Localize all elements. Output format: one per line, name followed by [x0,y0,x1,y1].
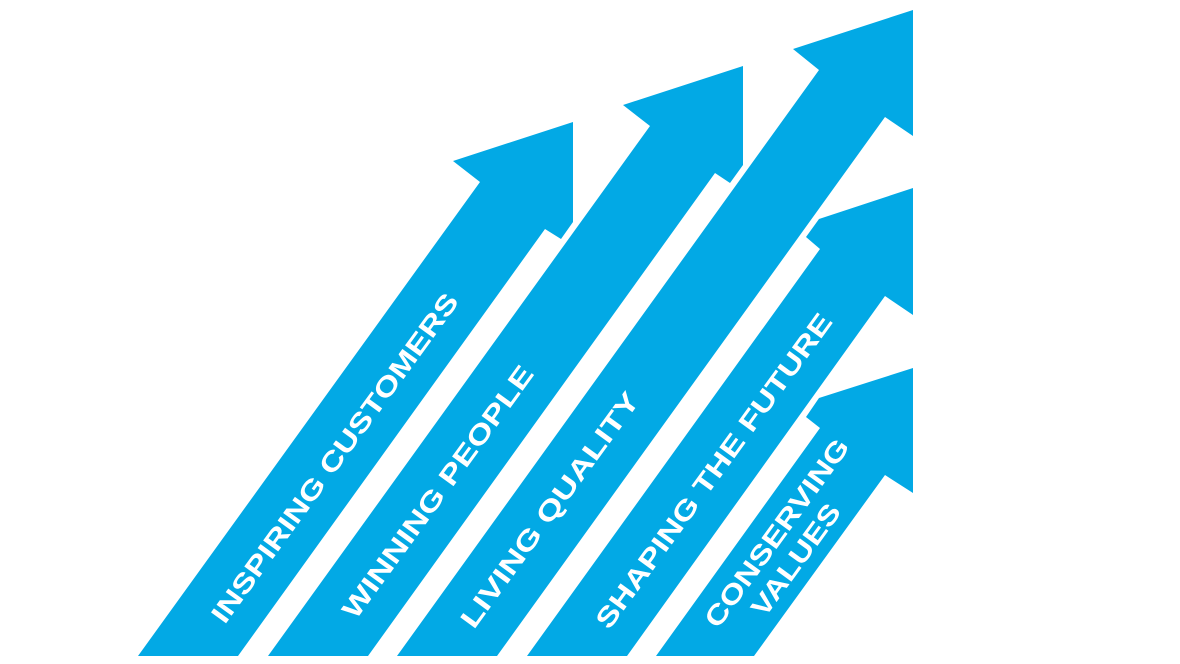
arrow-up-right-icon [397,10,913,656]
arrow-up-right-icon [527,188,913,656]
arrow-up-right-icon [138,122,573,656]
arrow-up-right-icon [656,368,913,656]
arrow-up-right-icon [268,66,743,656]
